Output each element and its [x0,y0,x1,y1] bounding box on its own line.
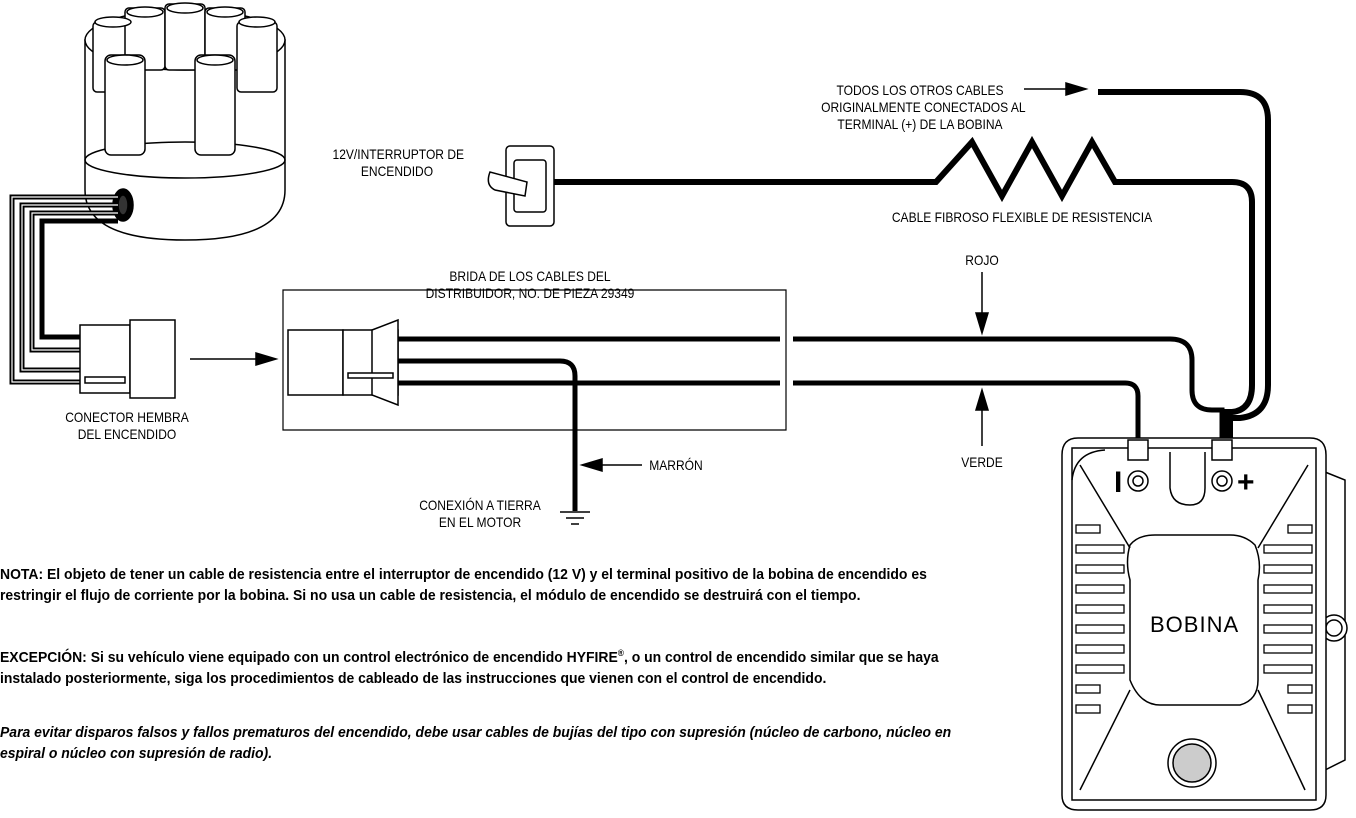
other-wires-line-1: TODOS LOS OTROS CABLES [836,82,1004,98]
brown-wire-label: MARRÓN [642,457,711,474]
harness-line-2: DISTRIBUIDOR, NO. DE PIEZA 29349 [425,285,635,301]
other-wires-label: TODOS LOS OTROS CABLES ORIGINALMENTE CON… [821,82,1026,133]
excepcion-post: , o un control de encendido similar que … [0,649,939,687]
ignition-coil [1061,437,1348,811]
resistance-wire-label: CABLE FIBROSO FLEXIBLE DE RESISTENCIA [876,209,1168,226]
pointer-arrows [579,81,1089,473]
ground-label: CONEXIÓN A TIERRA EN EL MOTOR [411,497,549,531]
harness-line-1: BRIDA DE LOS CABLES DEL [449,268,611,284]
ignition-switch [487,145,555,227]
coil-label: BOBINA [1150,612,1240,637]
registered-mark: ® [617,648,624,658]
harness-connector [287,318,399,407]
notes-block: NOTA: El objeto de tener un cable de res… [0,564,967,606]
green-wire-text: VERDE [961,454,1003,470]
resistance-wire [554,89,1271,440]
harness-wires [398,336,1225,511]
green-wire-label: VERDE [950,454,1014,471]
brown-wire-text: MARRÓN [649,457,703,473]
ground-line-2: EN EL MOTOR [438,514,522,530]
female-connector-line-2: DEL ENCENDIDO [77,426,177,442]
note-excepcion: EXCEPCIÓN: Si su vehículo viene equipado… [0,643,967,689]
excepcion-pre: EXCEPCIÓN: Si su vehículo viene equipado… [0,649,618,666]
notes-warning: Para evitar disparos falsos y fallos pre… [0,722,967,764]
female-connector-label: CONECTOR HEMBRA DEL ENCENDIDO [63,409,192,443]
note-advertencia: Para evitar disparos falsos y fallos pre… [0,724,952,762]
harness-bracket [282,289,787,431]
coil-fins [1075,524,1313,714]
other-wires-line-2: ORIGINALMENTE CONECTADOS AL [821,99,1026,115]
ignition-switch-label: 12V/INTERRUPTOR DE ENCENDIDO [332,146,465,180]
red-wire-text: ROJO [965,252,999,268]
distributor-cap [84,2,286,241]
coil-plus-label: + [1237,466,1255,499]
female-connector-line-1: CONECTOR HEMBRA [65,409,189,425]
female-connector [79,319,176,399]
red-wire-label: ROJO [956,252,1008,269]
ground-line-1: CONEXIÓN A TIERRA [419,497,541,513]
ignition-switch-line-1: 12V/INTERRUPTOR DE [332,146,465,162]
ground-symbol [560,511,590,525]
coil-minus-label: I [1114,466,1122,499]
other-wires-line-3: TERMINAL (+) DE LA BOBINA [837,116,1003,132]
resistance-wire-text: CABLE FIBROSO FLEXIBLE DE RESISTENCIA [891,209,1153,225]
ignition-switch-line-2: ENCENDIDO [360,163,434,179]
note-nota: NOTA: El objeto de tener un cable de res… [0,566,927,604]
connection-arrow [190,351,279,367]
notes-exception: EXCEPCIÓN: Si su vehículo viene equipado… [0,643,967,689]
harness-label: BRIDA DE LOS CABLES DEL DISTRIBUIDOR, NO… [401,268,659,302]
